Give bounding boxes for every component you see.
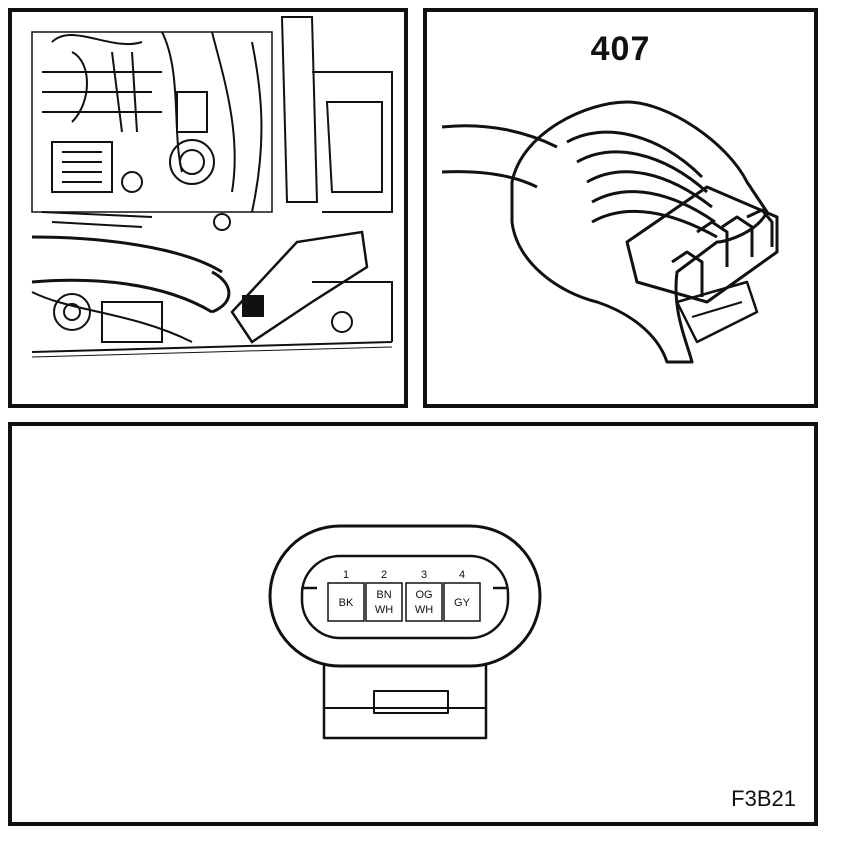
figure-code: F3B21 — [731, 786, 796, 811]
engine-bay-illustration — [31, 16, 393, 358]
connector-location-marker — [242, 295, 264, 317]
pin-number: 4 — [459, 569, 465, 581]
pin-wire-color: OG — [415, 589, 432, 601]
pin-wire-stripe: WH — [415, 604, 433, 616]
connector-illustration — [441, 100, 779, 364]
connector-reference-number: 407 — [590, 30, 651, 68]
pin-wire-color: BK — [339, 597, 354, 609]
pin-3: 3 OG WH — [415, 569, 433, 616]
pin-1: 1 BK — [339, 569, 354, 609]
latch-tab — [373, 690, 449, 714]
connector-pinout-view: 1 BK 2 BN WH 3 OG WH 4 GY F3B21 — [8, 422, 818, 826]
pin-2: 2 BN WH — [375, 569, 393, 616]
pin-wire-color: GY — [454, 597, 471, 609]
connector-detail-view: 407 — [423, 8, 818, 408]
pin-wire-stripe: WH — [375, 604, 393, 616]
connector-housing-outline — [268, 524, 542, 668]
pin-wire-color: BN — [376, 589, 391, 601]
pin-number: 2 — [381, 569, 387, 581]
pin-number: 1 — [343, 569, 349, 581]
connector-face-drawing: 1 BK 2 BN WH 3 OG WH 4 GY — [268, 524, 542, 740]
pin-number: 3 — [421, 569, 427, 581]
pin-4: 4 GY — [454, 569, 471, 609]
engine-bay-view — [8, 8, 408, 408]
